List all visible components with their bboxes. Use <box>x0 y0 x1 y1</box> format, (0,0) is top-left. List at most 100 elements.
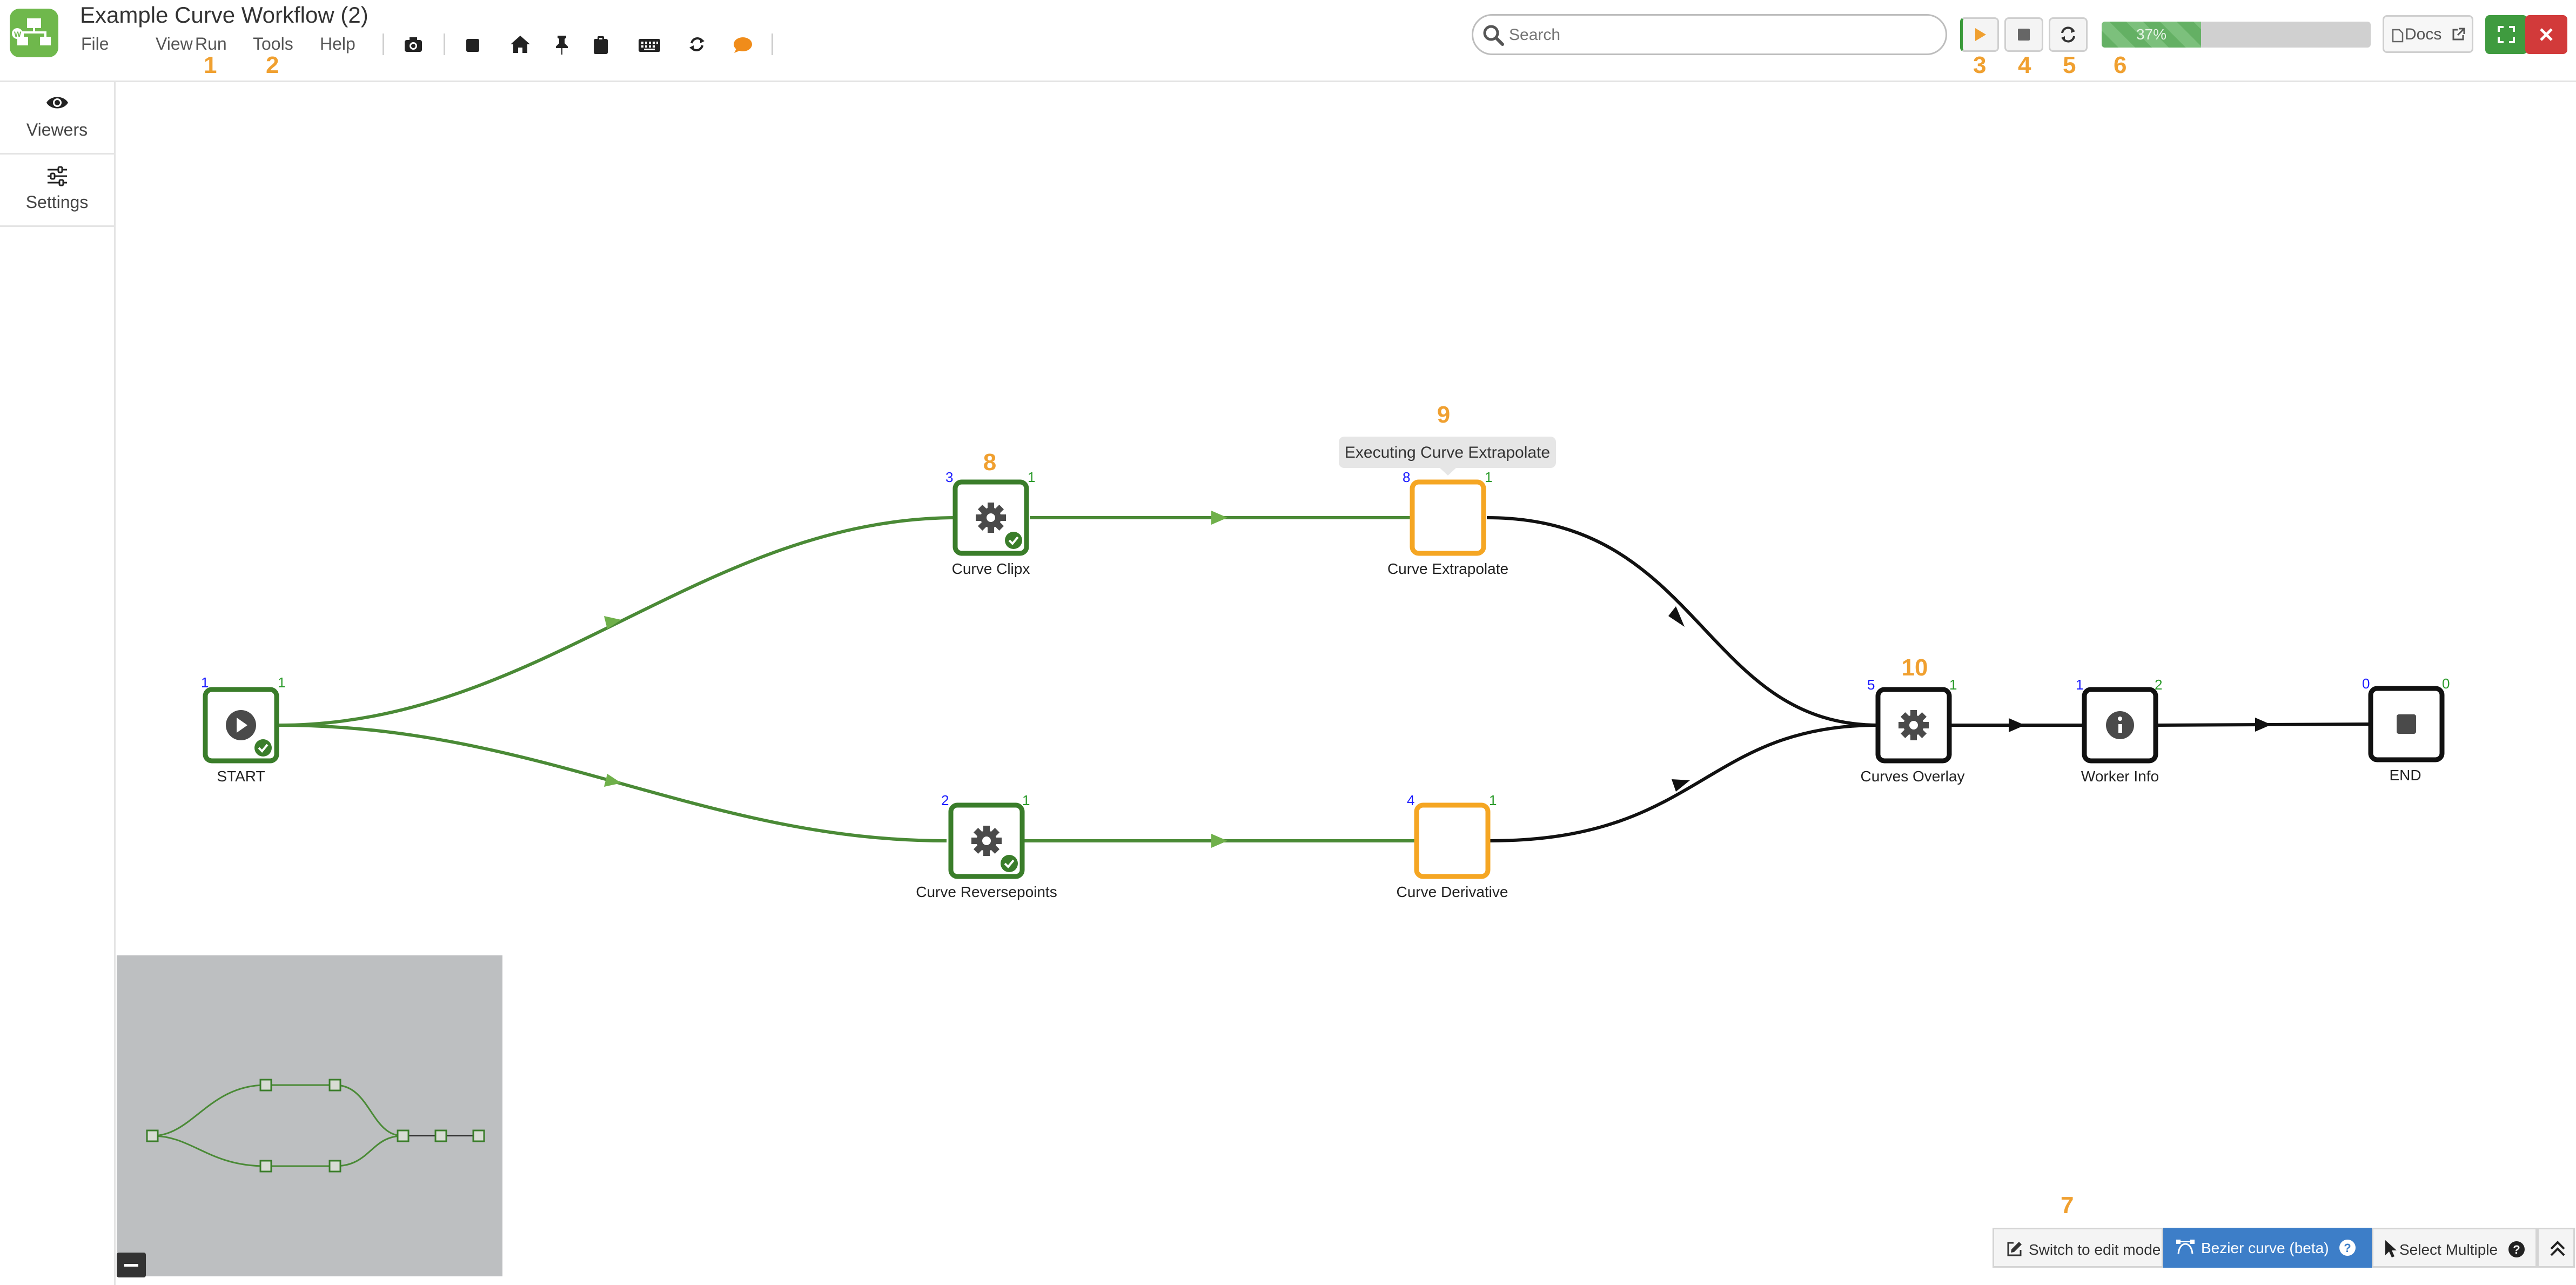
docs-button[interactable]: Docs <box>2383 15 2473 53</box>
workflow-title: Example Curve Workflow (2) <box>80 2 368 28</box>
node-port-in: 8 <box>1403 469 1410 485</box>
edge-derivative-overlay[interactable] <box>1488 724 1880 842</box>
hint-2: 2 <box>266 52 279 78</box>
sidebar-item-viewers[interactable]: Viewers <box>0 82 114 155</box>
node-port-in: 1 <box>201 674 209 691</box>
select-multiple-button[interactable]: Select Multiple ? <box>2372 1228 2537 1268</box>
app-logo: W <box>10 9 58 57</box>
svg-text:?: ? <box>2344 1241 2351 1255</box>
sliders-icon <box>48 166 67 186</box>
node-label: Curve Derivative <box>1397 884 1508 900</box>
node-label: Worker Info <box>2081 768 2159 785</box>
help-icon[interactable]: ? <box>2338 1239 2357 1257</box>
sidebar: Viewers Settings <box>0 82 116 1285</box>
stop-button[interactable] <box>2004 17 2043 52</box>
edge-arrow <box>1668 606 1685 627</box>
node-label: START <box>217 768 265 785</box>
select-multiple-label: Select Multiple <box>2399 1241 2498 1258</box>
close-icon <box>2540 28 2553 41</box>
stop-icon <box>2018 29 2030 41</box>
home-icon[interactable] <box>509 31 533 57</box>
node-label: Curve Clipx <box>952 560 1030 577</box>
tooltip-text: Executing Curve Extrapolate <box>1345 444 1550 461</box>
progress-text: 37% <box>2136 26 2167 43</box>
search-input[interactable] <box>1508 21 1937 49</box>
node-curve-reversepoints[interactable]: 2 1 Curve Reversepoints <box>916 792 1057 900</box>
sidebar-item-label: Viewers <box>26 120 88 139</box>
svg-text:W: W <box>14 30 22 38</box>
play-icon <box>1975 28 1986 41</box>
node-label: Curve Extrapolate <box>1387 560 1508 577</box>
node-port-out: 1 <box>1949 677 1957 693</box>
node-end[interactable]: 0 0 END <box>2362 675 2450 784</box>
fullscreen-button[interactable] <box>2485 15 2527 54</box>
node-port-in: 5 <box>1867 677 1875 693</box>
bezier-curve-toggle[interactable]: Bezier curve (beta) ? <box>2163 1228 2372 1268</box>
refresh-icon[interactable] <box>686 31 710 57</box>
node-port-out: 0 <box>2442 675 2450 692</box>
workflow-canvas[interactable]: 1 1 START 3 1 Curve Clipx 8 <box>116 82 2576 1285</box>
minimap[interactable] <box>117 955 502 1276</box>
node-curve-clipx[interactable]: 3 1 Curve Clipx 8 <box>945 449 1035 577</box>
edge-arrow <box>604 616 621 629</box>
edge-start-clipx[interactable] <box>278 516 958 727</box>
collapse-toolbar-button[interactable] <box>2537 1228 2575 1268</box>
play-icon <box>237 718 247 733</box>
node-port-in: 3 <box>945 469 953 485</box>
restart-button[interactable] <box>2049 17 2088 52</box>
node-start[interactable]: 1 1 START <box>201 674 285 785</box>
svg-text:?: ? <box>2513 1243 2520 1256</box>
menu-view[interactable]: View <box>156 34 193 53</box>
search-icon <box>1483 25 1504 46</box>
menu-file[interactable]: File <box>81 34 109 53</box>
node-label: END <box>2389 767 2421 784</box>
node-curve-derivative[interactable]: 4 1 Curve Derivative <box>1397 792 1508 900</box>
switch-edit-mode-button[interactable]: Switch to edit mode <box>1993 1228 2163 1268</box>
hint-1: 1 <box>204 52 217 78</box>
sidebar-item-settings[interactable]: Settings <box>0 155 114 227</box>
progress-fill <box>2102 22 2202 48</box>
menu-tools[interactable]: Tools <box>253 34 293 53</box>
close-button[interactable] <box>2525 15 2567 54</box>
menu-help[interactable]: Help <box>320 34 355 53</box>
clipboard-icon[interactable] <box>590 31 614 57</box>
external-link-icon <box>2452 28 2465 41</box>
sidebar-item-label: Settings <box>25 192 89 212</box>
minimap-collapse-button[interactable] <box>117 1253 146 1277</box>
run-button[interactable] <box>1960 17 1999 52</box>
node-curves-overlay[interactable]: 10 5 1 Curves Overlay <box>1861 654 1965 785</box>
keyboard-icon[interactable] <box>638 31 661 57</box>
node-curve-extrapolate[interactable]: Executing Curve Extrapolate 9 8 1 Curve … <box>1339 401 1556 577</box>
hint-9: 9 <box>1437 401 1450 428</box>
gear-icon <box>971 826 1002 856</box>
bezier-curve-icon <box>2176 1240 2195 1254</box>
camera-icon[interactable] <box>403 31 426 57</box>
node-tooltip <box>1339 437 1556 468</box>
edge-extrapolate-overlay[interactable] <box>1486 516 1880 727</box>
node-box[interactable] <box>1410 479 1486 556</box>
comment-icon[interactable] <box>732 31 756 57</box>
help-icon[interactable]: ? <box>2507 1240 2526 1259</box>
switch-edit-mode-label: Switch to edit mode <box>2029 1241 2161 1258</box>
node-port-out: 2 <box>2155 677 2162 693</box>
minimap-graph <box>146 1079 485 1173</box>
top-bar: W Example Curve Workflow (2) File View R… <box>0 0 2576 82</box>
pin-icon[interactable] <box>551 31 575 57</box>
search-box[interactable] <box>1472 14 1947 55</box>
stop-square-icon[interactable] <box>462 31 486 57</box>
node-worker-info[interactable]: 1 2 Worker Info <box>2076 677 2162 785</box>
edge-arrow <box>1672 779 1690 792</box>
hint-6: 6 <box>2114 52 2127 78</box>
double-chevron-up-icon <box>2550 1241 2565 1256</box>
hint-4: 4 <box>2018 52 2031 78</box>
node-port-in: 4 <box>1407 792 1414 808</box>
document-icon <box>2392 29 2404 43</box>
menu-run[interactable]: Run <box>195 34 227 53</box>
workflow-graph[interactable]: 1 1 START 3 1 Curve Clipx 8 <box>116 82 2576 1285</box>
hint-7: 7 <box>2061 1192 2074 1219</box>
edge-arrow <box>2009 718 2025 732</box>
tooltip-pointer <box>1440 468 1456 476</box>
edit-icon <box>2007 1242 2022 1256</box>
edge-arrow <box>604 774 621 787</box>
node-box[interactable] <box>1414 802 1491 879</box>
